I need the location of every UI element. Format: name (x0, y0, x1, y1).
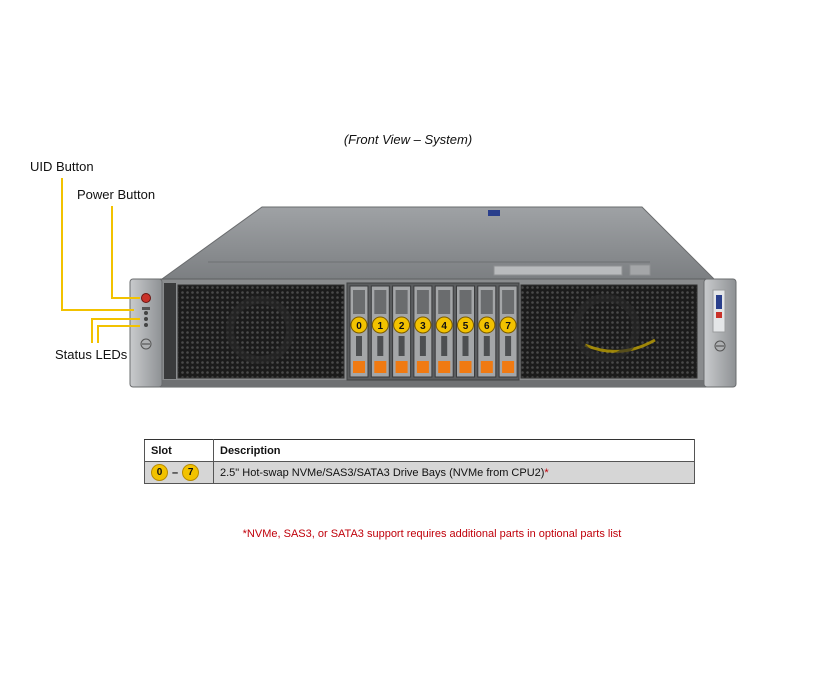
figure-caption: (Front View – System) (343, 132, 473, 147)
drive-bay-badge-3 (414, 316, 432, 334)
top-label (488, 210, 500, 216)
drive-bay-3: 3 (413, 285, 433, 378)
table-row: 0–7 2.5" Hot-swap NVMe/SAS3/SATA3 Drive … (144, 461, 695, 484)
drive-slot-table: Slot Description 0–7 2.5" Hot-swap NVMe/… (144, 439, 695, 484)
slot-range-cell: 0–7 (144, 461, 214, 484)
drive-latch-5 (459, 361, 472, 373)
status-led-1 (144, 317, 148, 321)
uid-button-callout-line (61, 178, 134, 311)
power-button-icon (141, 293, 151, 303)
table-header-row: Slot Description (144, 439, 695, 462)
drive-latch-4 (438, 361, 451, 373)
drive-bay-number-0: 0 (356, 321, 362, 332)
drive-bay-5: 5 (456, 285, 475, 378)
service-label (493, 265, 623, 276)
drive-bay-number-2: 2 (399, 321, 405, 332)
drive-bay-number-7: 7 (505, 321, 511, 332)
uid-button-label: UID Button (30, 159, 94, 174)
status-led-2 (144, 323, 148, 327)
power-button-callout-line (111, 206, 140, 299)
drive-latch-3 (416, 361, 429, 373)
drive-bay-1: 1 (370, 285, 390, 378)
drive-bay-number-4: 4 (441, 321, 447, 332)
status-leds-label: Status LEDs (55, 347, 128, 362)
drive-bay-7: 7 (498, 285, 518, 378)
right-rack-ear (703, 278, 737, 388)
description-cell: 2.5" Hot-swap NVMe/SAS3/SATA3 Drive Bays… (213, 461, 695, 484)
left-rack-ear (129, 278, 163, 388)
drive-bay-0: 0 (349, 285, 369, 378)
drive-bay-badge-4 (435, 316, 453, 334)
description-footnote-mark: * (544, 466, 549, 479)
drive-bay-6: 6 (477, 285, 497, 378)
drive-bay-2: 2 (392, 285, 412, 378)
drive-latch-1 (374, 361, 387, 373)
drive-bay-number-3: 3 (420, 321, 426, 332)
drive-bay-number-1: 1 (378, 321, 384, 332)
drive-bay-badge-7 (499, 316, 517, 334)
drive-bay-badge-1 (371, 316, 389, 334)
drive-bay-badge-2 (393, 316, 411, 334)
drive-latch-6 (480, 361, 493, 373)
drive-bay-number-6: 6 (484, 321, 490, 332)
slot-start-badge: 0 (151, 464, 168, 481)
drive-latch-0 (353, 361, 365, 373)
drive-bay-badge-6 (478, 316, 496, 334)
power-button-label: Power Button (77, 187, 156, 202)
slot-range-dash: – (172, 466, 179, 479)
drive-bay-4: 4 (434, 285, 454, 378)
drive-bay-badge-5 (457, 316, 474, 334)
drive-bay-number-5: 5 (463, 321, 469, 332)
description-column-header: Description (213, 439, 695, 462)
description-text: 2.5" Hot-swap NVMe/SAS3/SATA3 Drive Bays… (220, 466, 545, 479)
drive-latch-2 (395, 361, 408, 373)
slot-end-badge: 7 (182, 464, 200, 481)
drive-bay-badge-0 (350, 316, 368, 334)
status-leds-callout-line-upper (91, 318, 140, 343)
uid-led (144, 311, 148, 315)
footnote: *NVMe, SAS3, or SATA3 support requires a… (242, 528, 622, 540)
status-leds-callout-line-lower (97, 325, 140, 343)
slot-column-header: Slot (144, 439, 214, 462)
drive-latch-7 (502, 361, 515, 373)
